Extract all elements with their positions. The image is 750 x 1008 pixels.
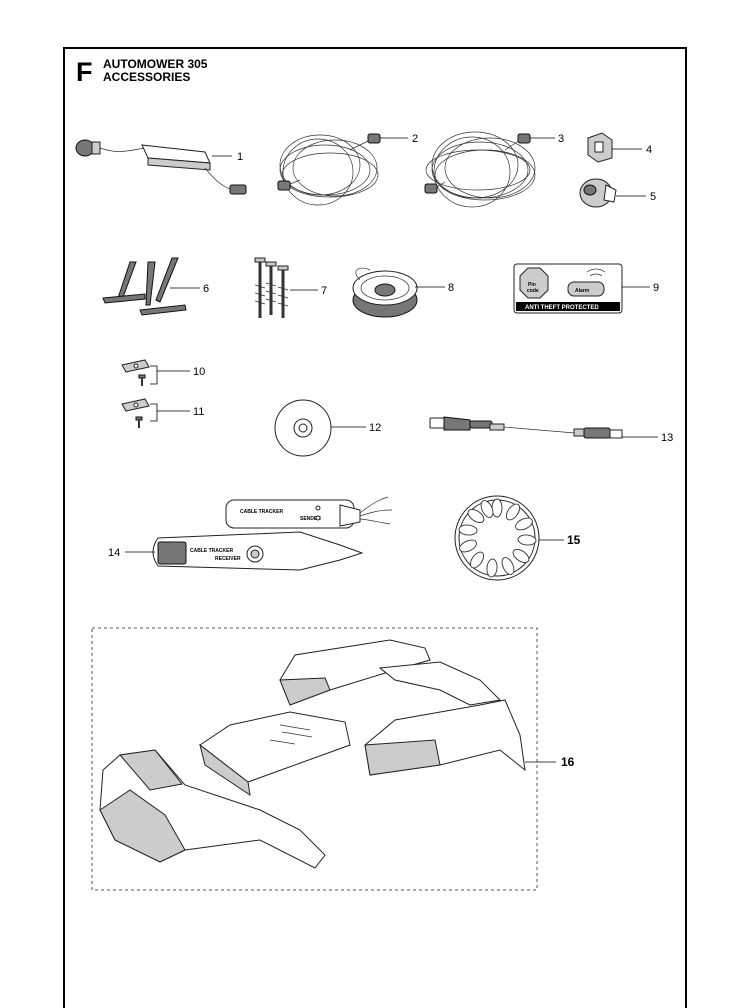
part-9-anti-theft-decal: Pin code Alarm ANTI THEFT PROTECTED 9 bbox=[513, 263, 659, 314]
tracker-receiver-sub: RECEIVER bbox=[215, 556, 241, 562]
title-section: ACCESSORIES bbox=[103, 70, 191, 84]
callout-16: 16 bbox=[561, 755, 575, 769]
callout-8: 8 bbox=[448, 282, 454, 294]
decal-anti-theft: ANTI THEFT PROTECTED bbox=[525, 305, 599, 311]
part-2-coiled-cable: 2 bbox=[277, 133, 418, 206]
part-7-screws: 7 bbox=[254, 257, 327, 318]
part-12-cd: 12 bbox=[274, 399, 381, 457]
callout-15: 15 bbox=[567, 533, 581, 547]
callout-7: 7 bbox=[321, 285, 327, 297]
callout-9: 9 bbox=[653, 282, 659, 294]
decal-code: code bbox=[527, 288, 539, 294]
callout-1: 1 bbox=[237, 151, 243, 163]
part-3-coiled-cable: 3 bbox=[424, 131, 564, 208]
part-10-blade-kit: 10 bbox=[121, 359, 205, 386]
page-title: AUTOMOWER 305 ACCESSORIES bbox=[103, 58, 207, 84]
callout-10: 10 bbox=[193, 366, 205, 378]
section-letter: F bbox=[76, 57, 93, 87]
decal-alarm: Alarm bbox=[575, 288, 590, 294]
callout-5: 5 bbox=[650, 191, 656, 203]
callout-13: 13 bbox=[661, 432, 673, 444]
part-8-wire-spool: 8 bbox=[352, 267, 454, 318]
callout-3: 3 bbox=[558, 133, 564, 145]
part-5-coupler: 5 bbox=[579, 178, 656, 208]
part-13-usb-cable: 13 bbox=[429, 416, 673, 444]
callout-4: 4 bbox=[646, 144, 652, 156]
tracker-sender-label: CABLE TRACKER bbox=[240, 509, 283, 515]
decal-pin: Pin bbox=[528, 282, 536, 288]
callout-6: 6 bbox=[203, 283, 209, 295]
part-14-cable-tracker: CABLE TRACKER SENDER CABLE TRACKER RECEI… bbox=[108, 496, 393, 571]
callout-2: 2 bbox=[412, 133, 418, 145]
callout-11: 11 bbox=[193, 406, 204, 418]
tracker-sender-sub: SENDER bbox=[300, 516, 321, 522]
part-1-power-supply: 1 bbox=[75, 139, 247, 195]
page-frame bbox=[63, 47, 687, 1008]
title-model: AUTOMOWER 305 bbox=[103, 57, 208, 71]
part-16-body-kit: 16 bbox=[91, 627, 575, 891]
part-6-pegs: 6 bbox=[102, 257, 209, 316]
part-4-connector: 4 bbox=[587, 132, 652, 163]
callout-14: 14 bbox=[108, 547, 120, 559]
part-11-blade-kit: 11 bbox=[121, 398, 204, 428]
callout-12: 12 bbox=[369, 422, 381, 434]
tracker-receiver-label: CABLE TRACKER bbox=[190, 548, 233, 554]
part-15-wheel-brush: 15 bbox=[454, 495, 581, 581]
